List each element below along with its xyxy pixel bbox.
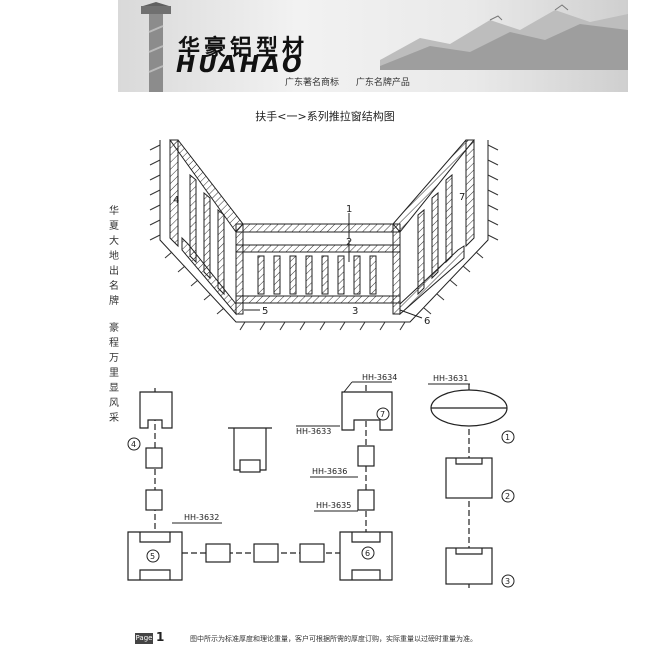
circle-label-2: 2 <box>505 492 510 501</box>
callout-3: 3 <box>352 306 358 317</box>
callout-4: 4 <box>173 195 179 206</box>
page-number: 1 <box>156 630 165 644</box>
slogan-char: 风 <box>109 398 119 409</box>
right-railing <box>392 139 476 316</box>
callout-1: 1 <box>346 204 352 215</box>
profile-code-hh-3633: HH-3633 <box>296 427 331 436</box>
slogan-char: 里 <box>109 368 119 379</box>
slogan-char: 大 <box>109 236 119 247</box>
circle-label-3: 3 <box>505 577 510 586</box>
slogan-char: 采 <box>109 413 119 424</box>
brand-name-chinese: 华豪铝型材 <box>178 36 309 61</box>
circle-label-6: 6 <box>365 549 370 558</box>
page-title: 扶手<一>系列推拉窗结构图 <box>255 110 395 123</box>
slogan-char: 名 <box>109 281 119 292</box>
footer-note: 图中所示为标准厚度和理论重量，客户可根据所需的厚度订购，实际重量以过磅时重量为准… <box>190 635 477 643</box>
balcony-outer-wall <box>149 140 499 331</box>
callout-7: 7 <box>459 192 465 203</box>
profile-code-hh-3635: HH-3635 <box>316 501 351 510</box>
circle-label-7: 7 <box>380 410 385 419</box>
diagram-callouts: 1 2 3 4 5 6 7 <box>173 192 465 327</box>
brand-name-english: HUAHAO <box>176 52 305 78</box>
left-railing <box>169 139 244 316</box>
brand-tagline: 广东著名商标 广东名牌产品 <box>285 78 410 88</box>
circled-numbers <box>127 407 515 588</box>
profile-code-hh-3634: HH-3634 <box>362 373 397 382</box>
slogan-char: 万 <box>109 353 119 364</box>
slogan-char: 地 <box>109 251 119 262</box>
circle-label-1: 1 <box>505 433 510 442</box>
vertical-slogan: 华 夏 大 地 出 名 牌 豪 程 万 里 显 风 采 <box>107 204 121 426</box>
profile-code-hh-3632: HH-3632 <box>184 513 219 522</box>
callout-2: 2 <box>346 237 352 248</box>
profile-sections <box>127 384 508 590</box>
profile-code-labels: HH-3634 HH-3631 HH-3633 HH-3636 HH-3635 … <box>172 373 470 524</box>
circle-label-4: 4 <box>131 440 136 449</box>
slogan-char: 华 <box>109 206 119 217</box>
slogan-char: 显 <box>109 383 119 394</box>
slogan-char: 程 <box>109 338 119 349</box>
callout-6: 6 <box>424 316 430 327</box>
slogan-char: 出 <box>109 266 119 277</box>
front-railing <box>235 223 401 315</box>
circle-label-5: 5 <box>150 552 155 561</box>
slogan-char: 牌 <box>109 296 119 307</box>
profile-code-hh-3631: HH-3631 <box>433 374 468 383</box>
great-wall-illustration <box>380 4 628 70</box>
callout-5: 5 <box>262 306 268 317</box>
profile-code-hh-3636: HH-3636 <box>312 467 347 476</box>
slogan-char: 夏 <box>109 221 119 232</box>
page-badge: Page <box>135 633 153 644</box>
ornamental-pillar <box>141 2 171 92</box>
slogan-char: 豪 <box>109 323 119 334</box>
